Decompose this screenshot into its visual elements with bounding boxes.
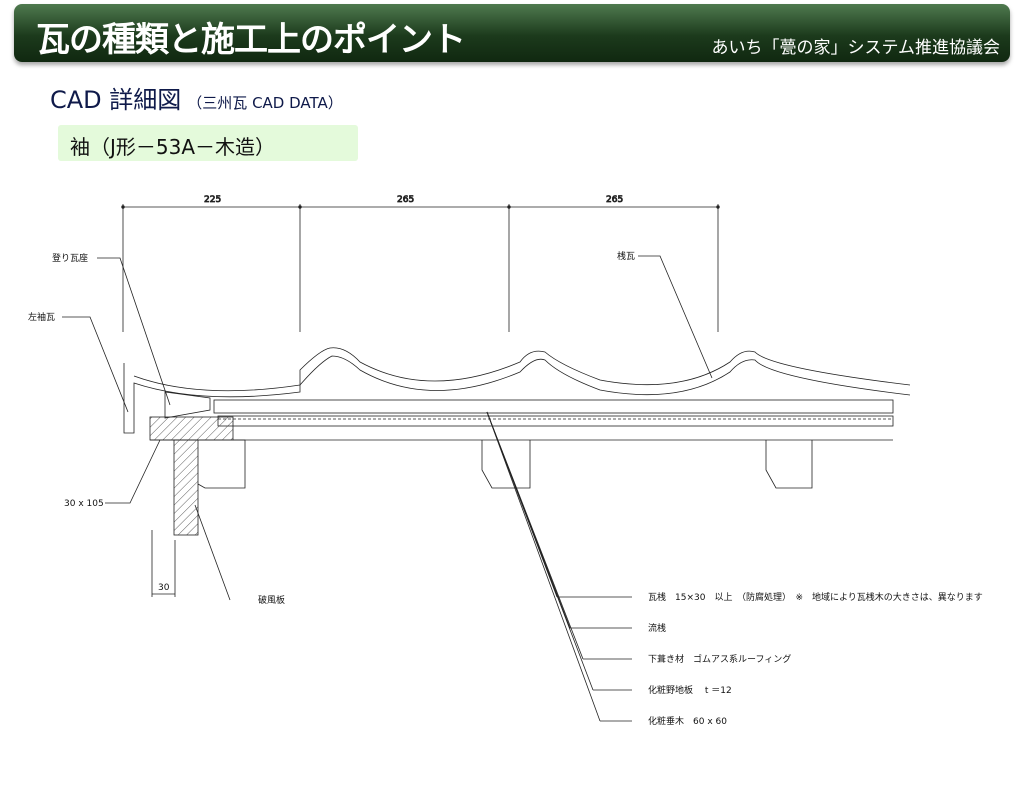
legend-item: 流桟 [648,622,666,634]
dimension-1: 225 [204,195,221,205]
section-label: 袖（J形－53A－木造） [70,135,276,159]
dimension-line [121,204,720,332]
legend-item: 化粧垂木 60 x 60 [648,715,727,727]
leader-lines [62,255,713,722]
legend-item: 化粧野地板 t ＝12 [648,684,732,696]
organization-name: あいち「甍の家」システム推進協議会 [711,38,1001,58]
legend-item: 瓦桟 15×30 以上 （防腐処理） ※ 地域により瓦桟木の大きさは、異なります [648,591,983,603]
label-noborigawaza: 登り瓦座 [52,252,88,264]
subtitle-note: （三州瓦 CAD DATA） [187,94,343,112]
header-banner: 瓦の種類と施工上のポイント あいち「甍の家」システム推進協議会 [14,4,1010,62]
legend-item: 下葺き材 ゴムアス系ルーフィング [648,653,791,665]
dimension-3: 265 [606,195,623,205]
subtitle: CAD 詳細図 （三州瓦 CAD DATA） [50,80,343,115]
label-hidari-sodegawara: 左袖瓦 [28,311,55,323]
dimension-2: 265 [397,195,414,205]
subtitle-main: CAD 詳細図 [50,86,182,114]
label-hafuita: 破風板 [258,594,285,606]
page-title: 瓦の種類と施工上のポイント [36,20,466,60]
section-label-box: 袖（J形－53A－木造） [58,125,358,161]
rafters [197,439,813,489]
label-sangawara: 桟瓦 [617,250,635,262]
battens-and-boards [150,399,894,441]
label-beam: 30 x 105 [64,499,104,509]
hafuita-board [173,439,199,536]
roof-tiles [123,347,911,434]
beam-30x105 [149,416,234,441]
label-width-30: 30 [158,583,170,593]
